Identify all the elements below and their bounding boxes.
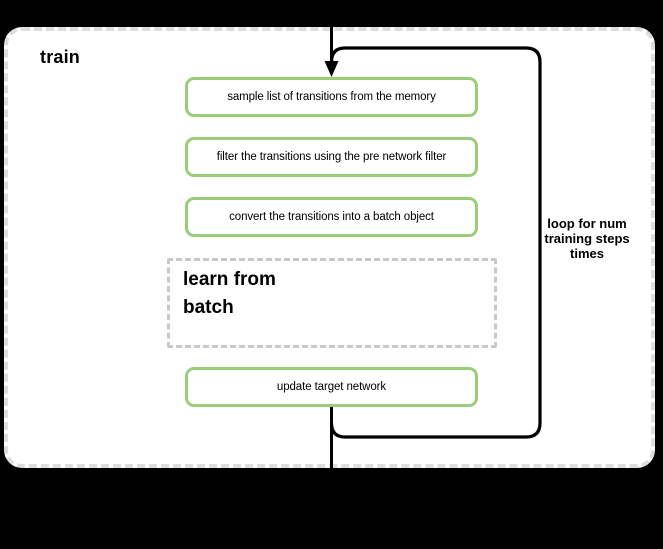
step-convert-transitions-label: convert the transitions into a batch obj… (229, 211, 434, 223)
train-title: train (40, 47, 81, 67)
step-sample-transitions-label: sample list of transitions from the memo… (227, 91, 436, 103)
subprocess-learn-from-batch: learn from batch (167, 258, 497, 348)
loop-annotation: loop for num training steps times (544, 216, 630, 262)
step-sample-transitions: sample list of transitions from the memo… (185, 77, 478, 117)
step-filter-transitions: filter the transitions using the pre net… (185, 137, 478, 177)
step-update-target-network: update target network (185, 367, 478, 407)
step-update-target-network-label: update target network (276, 381, 387, 393)
step-convert-transitions: convert the transitions into a batch obj… (185, 197, 478, 237)
step-filter-transitions-label: filter the transitions using the pre net… (216, 151, 447, 163)
